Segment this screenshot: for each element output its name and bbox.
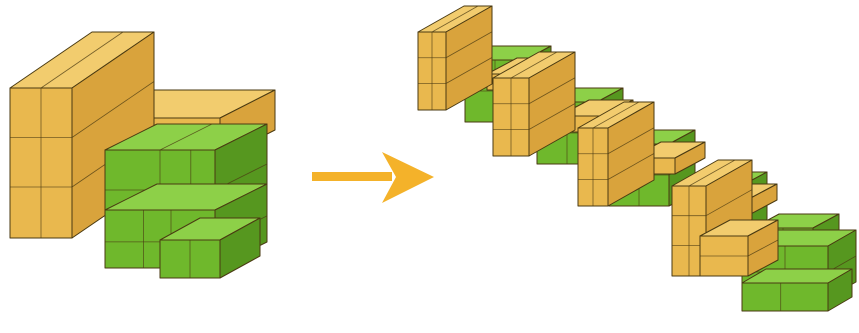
right-block-chain: [418, 6, 856, 311]
chain-green-end-lower-front-face: [742, 283, 828, 311]
left-block-cluster: [10, 32, 275, 278]
arrow-shaft: [312, 172, 392, 181]
chain-green-end-lower: [742, 269, 852, 311]
transform-arrow: [312, 152, 434, 203]
